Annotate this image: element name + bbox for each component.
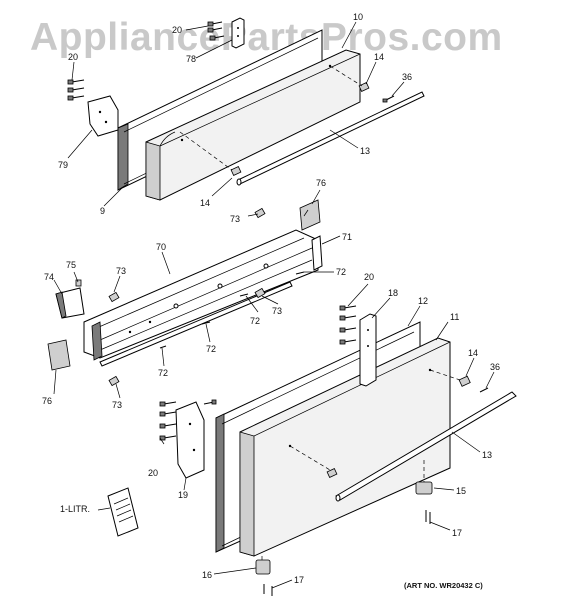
lower-screw-36 — [479, 387, 489, 393]
label-1-litr: 1-LITR. — [60, 504, 90, 514]
upper-handle-cap-left — [230, 166, 242, 176]
label-17-bottom: 17 — [294, 575, 304, 585]
drawer-rail-70 — [83, 229, 319, 359]
label-12: 12 — [418, 296, 428, 306]
plug-73-left-top — [108, 291, 120, 303]
plug-73-bottom — [108, 375, 120, 387]
art-number: (ART NO. WR20432 C) — [404, 581, 483, 590]
label-9: 9 — [100, 206, 105, 216]
label-36-upper: 36 — [402, 72, 412, 82]
upper-top-bracket — [231, 17, 245, 49]
label-78: 78 — [186, 54, 196, 64]
label-20-upper-left: 20 — [68, 52, 78, 62]
label-14-upper-right: 14 — [374, 52, 384, 62]
label-79: 79 — [58, 160, 68, 170]
plug-73-top — [254, 207, 266, 219]
lower-gasket-edge — [215, 413, 225, 553]
label-76-right: 76 — [316, 178, 326, 188]
lower-right-screws — [339, 305, 357, 345]
label-72-lower: 72 — [206, 344, 216, 354]
label-72-right: 72 — [336, 267, 346, 277]
cap-75 — [75, 279, 82, 287]
upper-door-assembly — [67, 17, 425, 201]
label-71: 71 — [342, 232, 352, 242]
lower-handle-cap-right — [458, 375, 471, 387]
label-13-lower: 13 — [482, 450, 492, 460]
label-36-lower: 36 — [490, 362, 500, 372]
label-15: 15 — [456, 486, 466, 496]
label-20-lower-left: 20 — [148, 468, 158, 478]
lower-door-panel-side — [239, 431, 255, 557]
label-20-lower-right: 20 — [364, 272, 374, 282]
rail-end-bracket-71 — [311, 235, 323, 271]
lower-left-screws — [159, 399, 217, 441]
lower-right-hinge-bracket-18 — [359, 313, 377, 387]
lower-handle-cap-left — [326, 468, 338, 478]
label-73-left: 73 — [116, 266, 126, 276]
label-16: 16 — [202, 570, 212, 580]
label-76-left: 76 — [42, 396, 52, 406]
label-13-upper: 13 — [360, 146, 370, 156]
foot-15 — [415, 481, 433, 495]
lower-door-assembly — [159, 305, 517, 596]
label-10: 10 — [353, 12, 363, 22]
upper-top-screws — [207, 21, 225, 41]
label-74: 74 — [44, 272, 54, 282]
upper-handle-cap-right — [358, 82, 370, 92]
screw-72-d — [159, 345, 167, 349]
upper-left-hinge-bracket — [87, 95, 119, 137]
label-14-lower: 14 — [468, 348, 478, 358]
label-73-right: 73 — [272, 306, 282, 316]
label-72-left: 72 — [158, 368, 168, 378]
leader-lines — [53, 21, 495, 589]
pad-76-right — [299, 199, 321, 231]
screw-72-a — [295, 271, 305, 275]
rail-strip — [99, 281, 293, 367]
literature-booklet — [107, 487, 139, 537]
label-20-top: 20 — [172, 25, 182, 35]
upper-gasket-edge — [117, 123, 129, 191]
label-73-top: 73 — [230, 214, 240, 224]
watermark-text: AppliancePartsPros.com — [30, 16, 503, 59]
label-75: 75 — [66, 260, 76, 270]
lower-left-hinge-bracket-19 — [175, 401, 205, 479]
foot-16 — [255, 559, 271, 575]
label-14-upper-left: 14 — [200, 198, 210, 208]
label-72-mid: 72 — [250, 316, 260, 326]
pad-76-left — [47, 339, 71, 371]
label-11: 11 — [450, 312, 459, 322]
screw-72-b — [239, 293, 249, 297]
label-19: 19 — [178, 490, 188, 500]
middle-rail-assembly — [47, 199, 323, 387]
plug-73-right — [254, 287, 266, 299]
upper-left-screws — [67, 79, 85, 101]
booklet-cover — [107, 487, 139, 537]
upper-door-panel-side — [145, 141, 161, 201]
label-18: 18 — [388, 288, 398, 298]
screw-72-c — [201, 321, 211, 325]
label-73-bottom: 73 — [112, 400, 122, 410]
label-70: 70 — [156, 242, 166, 252]
label-17-right: 17 — [452, 528, 462, 538]
callout-labels: 10 20 78 14 36 20 79 9 13 14 76 73 70 71… — [42, 12, 500, 590]
